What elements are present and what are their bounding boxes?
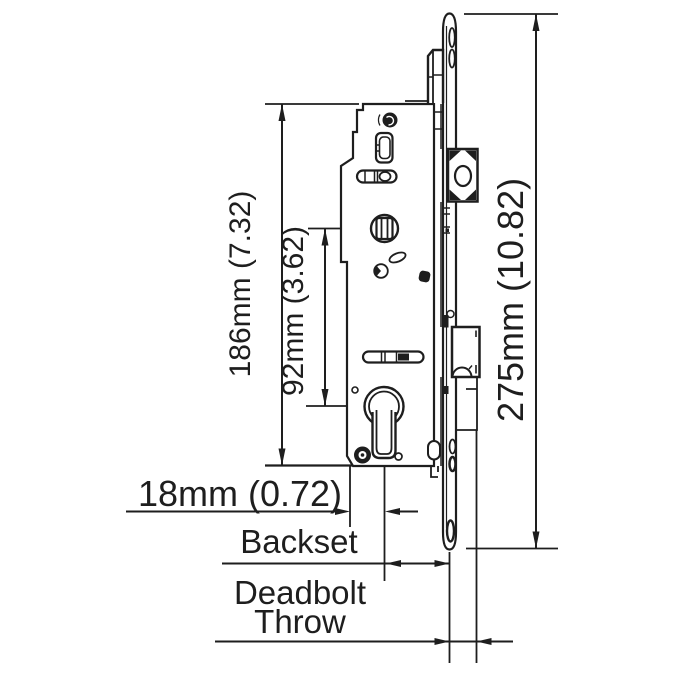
faceplate-screw-slot (445, 519, 456, 543)
faceplate-screw-slot (448, 27, 456, 48)
label-backset: Backset (240, 523, 357, 560)
arrow-left-icon (385, 508, 400, 515)
label-18mm: 18mm (0.72) (138, 473, 342, 514)
deadbolt-guide (456, 377, 478, 431)
label-92mm: 92mm (3.62) (277, 226, 310, 396)
arrow-up-icon (278, 104, 286, 121)
deadbolt (450, 325, 481, 431)
arrow-up-icon (321, 228, 329, 246)
arrow-left-icon (476, 638, 492, 645)
dimension-18 (126, 464, 418, 581)
labels: 186mm (7.32) 92mm (3.62) 275mm (10.82) 1… (138, 178, 531, 640)
arrow-right-icon (335, 508, 350, 515)
gearbox-parts (351, 112, 441, 464)
faceplate-screw-slot (448, 438, 457, 455)
label-throw: Throw (254, 603, 346, 640)
dimension-275 (464, 13, 558, 550)
bottom-screw (354, 446, 371, 464)
label-deadbolt: Deadbolt (234, 574, 366, 611)
roller-keep-block (446, 147, 479, 203)
dimension-186 (265, 103, 359, 467)
arrow-up-icon (532, 14, 540, 31)
top-hook-block (426, 48, 445, 103)
faceplate-screw-slot (448, 48, 456, 69)
screw-head (382, 112, 398, 128)
label-186mm: 186mm (7.32) (224, 191, 257, 378)
arrow-down-icon (532, 531, 540, 549)
faceplate-screw-slot (448, 455, 457, 473)
gearbox-case (339, 100, 443, 478)
roller-hole (453, 164, 473, 188)
rivet (418, 270, 431, 283)
dimension-deadbolt-throw (215, 430, 513, 663)
oval-cutout (388, 251, 407, 264)
faceplate (441, 12, 458, 551)
oval-cutout (427, 440, 441, 461)
arrow-down-icon (321, 389, 329, 406)
lock-drawing (339, 12, 481, 551)
arrow-down-icon (278, 448, 286, 466)
euro-cylinder-cutout (363, 385, 405, 460)
arrow-right-icon (434, 560, 450, 567)
dimension-lines (126, 13, 558, 663)
gear-rack-slot (361, 350, 425, 364)
arrow-left-icon (386, 560, 401, 567)
arrow-right-icon (434, 638, 450, 645)
dimension-backset (222, 552, 451, 663)
label-275mm: 275mm (10.82) (490, 178, 531, 422)
